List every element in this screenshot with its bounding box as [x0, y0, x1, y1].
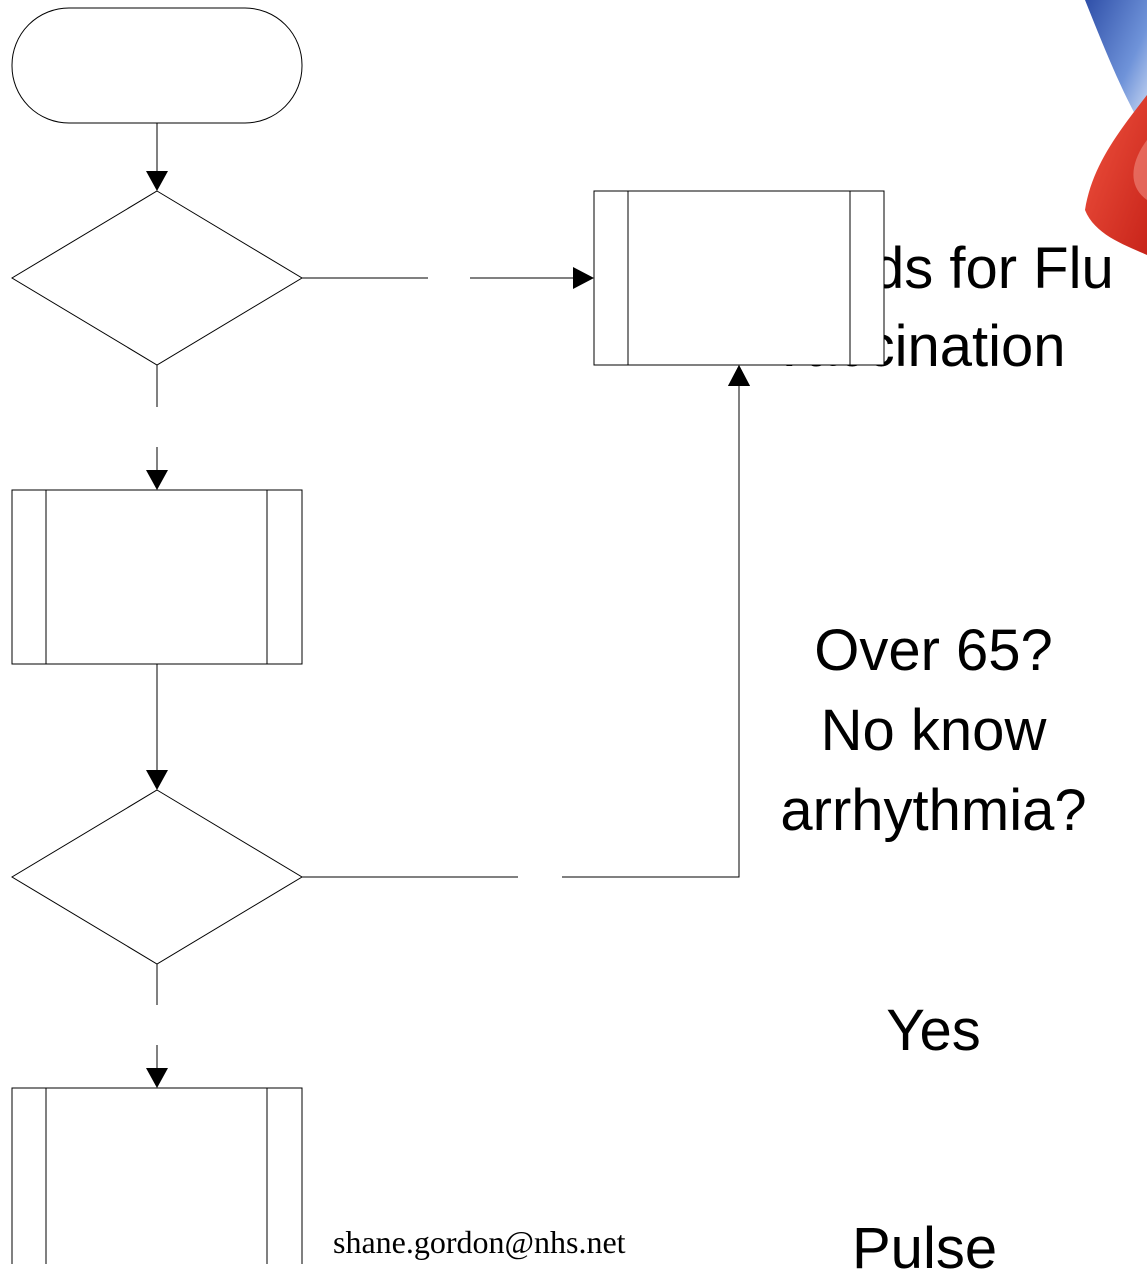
question-line3: arrhythmia? [780, 778, 1087, 843]
logo-red-swoosh [1085, 95, 1147, 255]
connector-decision2-right-b [562, 384, 740, 878]
decision-diamond-1 [11, 190, 303, 366]
arrowhead-decision1 [146, 171, 168, 191]
process-box-2 [11, 1087, 303, 1264]
question-line1: Over 65? [814, 618, 1053, 683]
logo-graphic [1085, 0, 1147, 255]
slide-title-line2: Vaccination [770, 314, 1066, 379]
arrowhead-process1 [146, 470, 168, 490]
arrowhead-process-right-bottom [728, 365, 750, 386]
arrowhead-process2 [146, 1068, 168, 1088]
process-box-1 [11, 489, 303, 665]
start-terminator [11, 7, 303, 124]
slide-title-line1: ds for Flu [872, 236, 1114, 301]
logo-red-highlight [1133, 140, 1147, 200]
footer-email: shane.gordon@nhs.net [333, 1224, 626, 1260]
yes-label: Yes [886, 998, 981, 1063]
question-line2: No know [820, 698, 1047, 763]
arrowhead-process-right [573, 267, 594, 289]
pulse-label: Pulse [852, 1216, 998, 1281]
arrowhead-decision2 [146, 770, 168, 790]
logo-blue-swoosh [1085, 0, 1147, 135]
